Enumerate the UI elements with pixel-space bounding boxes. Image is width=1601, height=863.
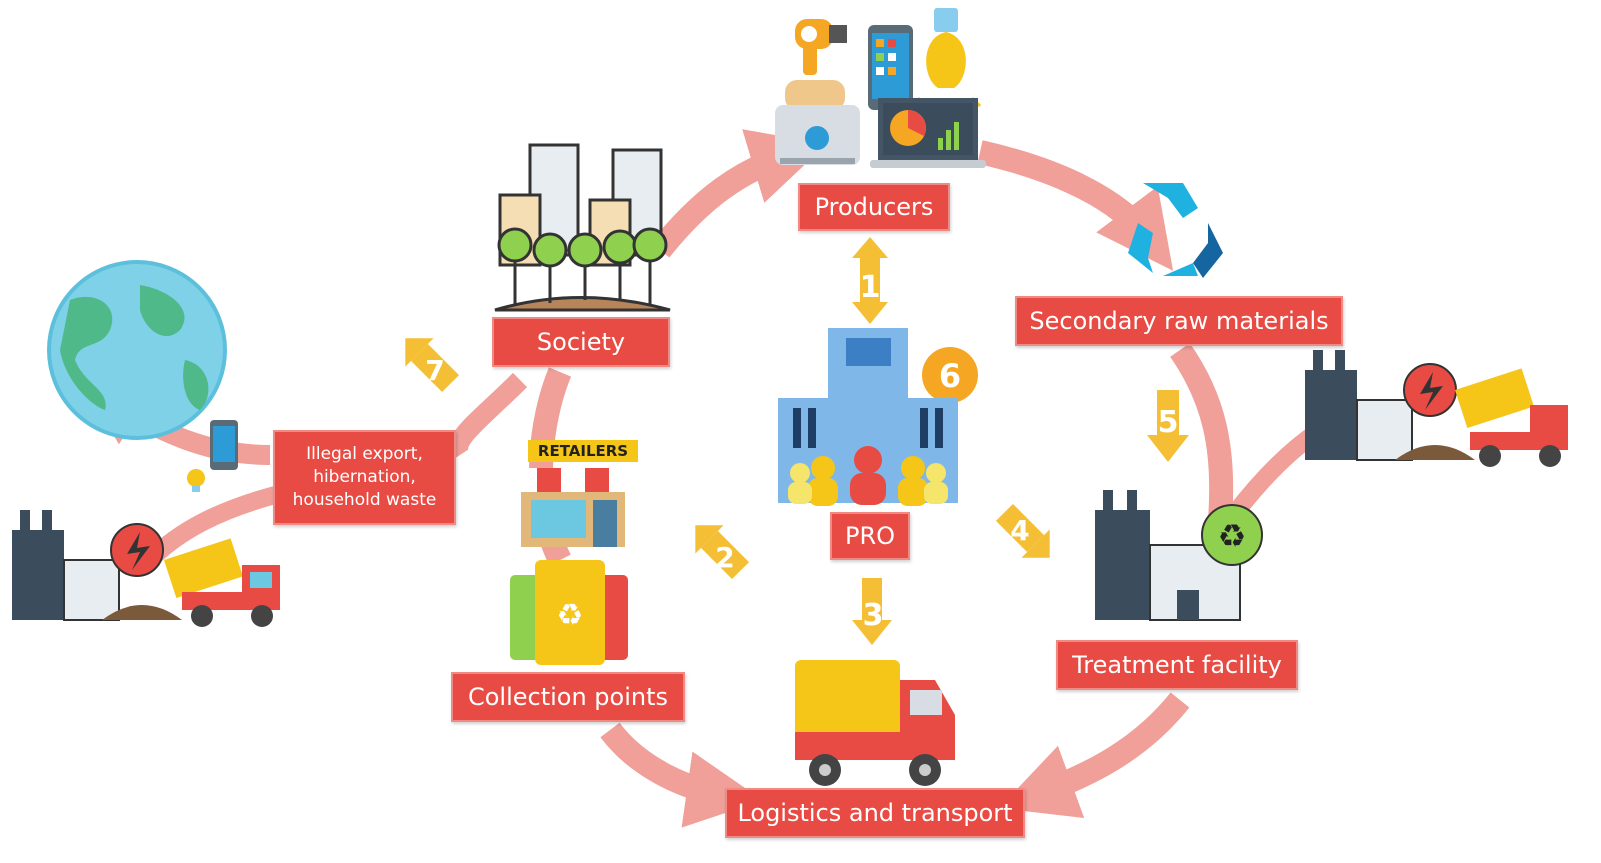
node-logistics-transport: Logistics and transport (725, 788, 1025, 838)
step-label-3: 3 (863, 598, 884, 633)
factory-landfill-truck-right-icon (1305, 350, 1568, 467)
globe-icon (47, 260, 227, 440)
small-bulb-icon (187, 469, 205, 492)
step-arrow-4: 4 (995, 503, 1050, 558)
step-arrows: 1 2 3 4 5 7 (405, 237, 1189, 645)
node-secondary-raw-materials: Secondary raw materials (1015, 296, 1343, 346)
node-pro: PRO (830, 512, 910, 560)
step-arrow-3: 3 (852, 578, 892, 645)
cycle-arrow-society-to-producers (650, 129, 827, 258)
light-bulb-icon (910, 8, 982, 108)
step-label-4: 4 (1010, 514, 1029, 547)
small-phone-icon (210, 420, 238, 470)
node-producers: Producers (798, 183, 950, 231)
step-label-7: 7 (425, 354, 444, 387)
retail-store-icon: RETAILERS (513, 440, 638, 547)
svg-text:♻: ♻ (557, 598, 584, 633)
svg-text:♻: ♻ (1218, 517, 1247, 555)
city-buildings-trees-icon (494, 143, 671, 312)
step-label-5: 5 (1158, 405, 1179, 440)
step-label-1: 1 (860, 270, 881, 305)
cycle-arrow-treatment-to-logistics (998, 692, 1190, 818)
factory-landfill-truck-icon (12, 510, 280, 627)
step-arrow-5: 5 (1147, 390, 1189, 462)
step-arrow-1: 1 (852, 237, 888, 324)
retailers-sign-text: RETAILERS (538, 442, 628, 460)
node-society: Society (492, 317, 670, 367)
step-label-6: 6 (939, 357, 961, 395)
step-arrow-2: 2 (695, 525, 750, 580)
cycle-arrow-society-to-illegal (448, 372, 528, 461)
toaster-icon (775, 80, 860, 165)
pro-office-building-icon (778, 328, 958, 506)
step-badge-6: 6 (922, 347, 978, 403)
cycle-arrow-collection-to-logistics (600, 722, 764, 828)
recycling-bins-icon: ♻ (510, 560, 628, 665)
hair-dryer-icon (795, 19, 847, 75)
cycle-arrow-secondary-to-treatment (1170, 343, 1234, 521)
node-illegal-export: Illegal export, hibernation, household w… (273, 430, 456, 525)
node-collection-points: Collection points (451, 672, 685, 722)
treatment-factory-icon: ♻ (1095, 490, 1263, 621)
step-arrow-7: 7 (405, 338, 460, 393)
step-label-2: 2 (715, 541, 734, 574)
cycle-arrow-producers-to-secondary (977, 140, 1174, 271)
node-treatment-facility: Treatment facility (1056, 640, 1298, 690)
smartphone-icon (868, 25, 913, 110)
laptop-chart-icon (870, 98, 986, 168)
delivery-truck-icon (795, 660, 955, 786)
recycle-symbol-icon (1128, 183, 1223, 278)
